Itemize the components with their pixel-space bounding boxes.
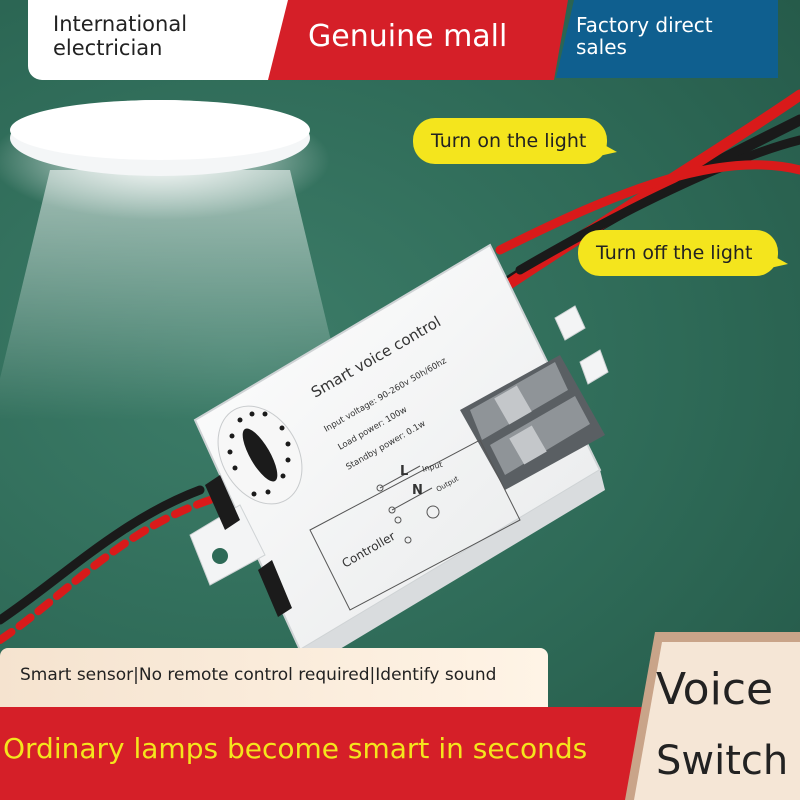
header-tab-right: [556, 0, 778, 78]
header-tab-left: [28, 0, 288, 80]
badge: [634, 642, 800, 800]
device-label-n: N: [412, 483, 423, 498]
header-right-text: Factory direct sales: [576, 13, 713, 60]
speech-bubble-turn-on-text: Turn on the light: [431, 130, 587, 152]
badge-line2: Switch: [656, 738, 789, 784]
device-label-l: L: [400, 464, 408, 479]
wires-right: [474, 89, 800, 306]
feature-strip: [0, 648, 548, 708]
wires-left: [0, 485, 214, 644]
header-center-text: Genuine mall: [308, 19, 508, 54]
speech-bubble-turn-on: Turn on the light: [413, 118, 617, 164]
badge-line1: Voice: [656, 664, 774, 715]
speech-bubble-turn-off-text: Turn off the light: [596, 242, 753, 264]
slogan-text: Ordinary lamps become smart in seconds: [3, 732, 588, 765]
header-tab-center: [268, 0, 568, 80]
ceiling-lamp: [0, 100, 350, 420]
voice-switch-device: [189, 243, 609, 670]
header-left-text: International electrician: [53, 12, 188, 60]
speech-bubble-turn-off: Turn off the light: [578, 230, 788, 276]
feature-strip-text: Smart sensor|No remote control required|…: [20, 665, 497, 685]
